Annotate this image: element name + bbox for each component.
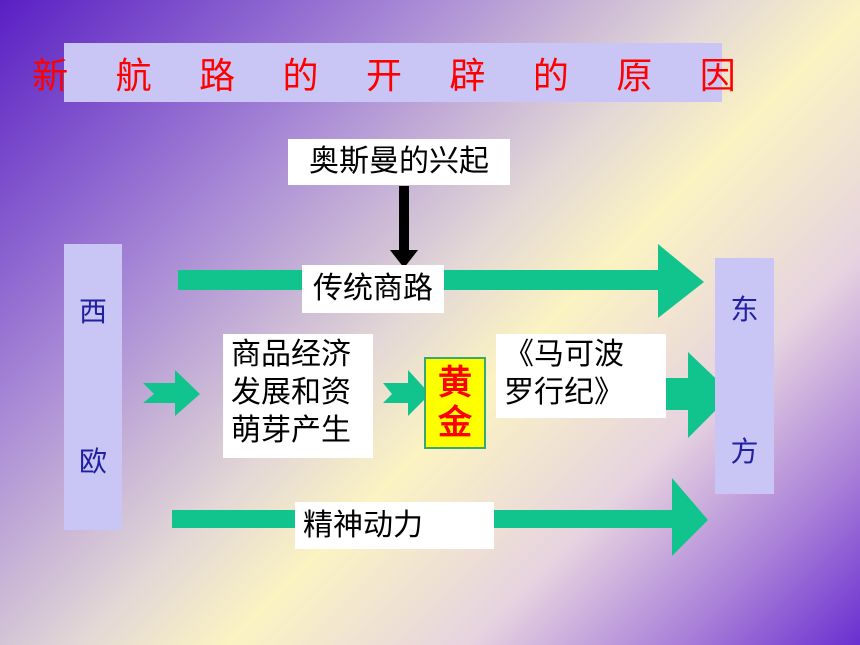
- small-arrow-mid: [383, 370, 430, 416]
- economy-line-3: 萌芽产生: [231, 413, 351, 448]
- gold-char-2: 金: [438, 403, 472, 443]
- marco-arrow: [640, 352, 732, 438]
- traditional-route-text: 传统商路: [313, 271, 433, 306]
- spirit-label: 精神动力: [295, 502, 494, 549]
- slide-title: 新 航 路 的 开 辟 的 原 因: [32, 43, 736, 102]
- gold-box: 黄 金: [424, 357, 486, 449]
- spirit-text: 精神动力: [303, 508, 423, 543]
- east-char-2: 方: [730, 435, 759, 468]
- west-box: 西 欧: [64, 244, 122, 530]
- east-box: 东 方: [715, 258, 774, 494]
- east-char-1: 东: [730, 293, 759, 326]
- rise-text: 奥斯曼的兴起: [309, 144, 489, 179]
- gold-char-1: 黄: [438, 363, 472, 403]
- west-char-2: 欧: [78, 445, 107, 478]
- marco-line-2: 罗行纪》: [504, 375, 624, 410]
- slide-title-text: 新 航 路 的 开 辟 的 原 因: [32, 55, 754, 97]
- west-char-1: 西: [78, 295, 107, 328]
- marco-line-1: 《马可波: [504, 337, 624, 372]
- economy-label: 商品经济 发展和资 萌芽产生: [223, 334, 373, 458]
- down-arrow: [390, 186, 418, 268]
- economy-line-1: 商品经济: [231, 337, 351, 372]
- marco-polo-label: 《马可波 罗行纪》: [496, 334, 666, 418]
- small-arrow-left: [143, 370, 200, 416]
- rise-label: 奥斯曼的兴起: [288, 139, 510, 185]
- traditional-route-label: 传统商路: [302, 265, 444, 313]
- economy-line-2: 发展和资: [231, 375, 351, 410]
